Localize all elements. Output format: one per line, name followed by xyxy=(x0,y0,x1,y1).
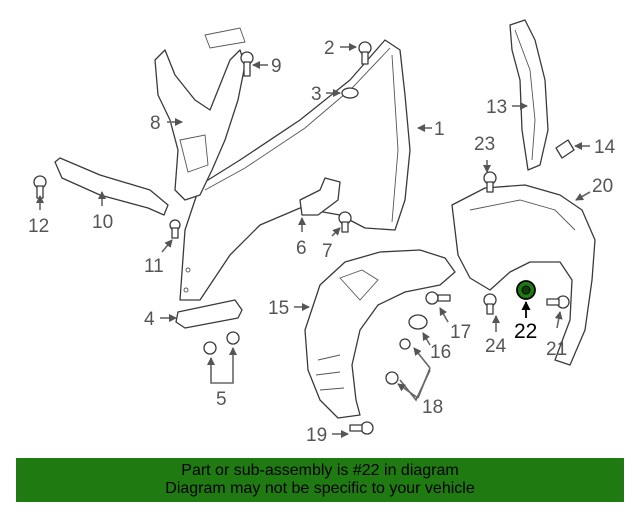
bolt-part-21 xyxy=(546,295,570,309)
callout-22: 22 xyxy=(514,320,537,343)
callout-17: 17 xyxy=(450,322,471,343)
callout-14: 14 xyxy=(594,137,616,158)
clip-part-14 xyxy=(555,139,575,159)
bolts-part-5 xyxy=(203,331,240,355)
callout-18: 18 xyxy=(422,397,443,418)
banner-line-part: Part or sub-assembly is #22 in diagram xyxy=(181,462,459,479)
lower-trim-part xyxy=(175,299,243,329)
callout-16: 16 xyxy=(430,342,451,363)
bolt-part-17 xyxy=(425,291,451,305)
callout-5: 5 xyxy=(216,389,227,410)
bolt-part-7 xyxy=(338,211,352,233)
upper-bracket-part xyxy=(154,27,246,201)
washer-part-16 xyxy=(408,314,428,330)
callout-7: 7 xyxy=(322,241,333,262)
callout-15: 15 xyxy=(268,298,289,319)
callout-9: 9 xyxy=(271,56,282,77)
callout-2: 2 xyxy=(324,38,335,59)
callout-20: 20 xyxy=(592,176,613,197)
bolt-part-12 xyxy=(33,175,47,199)
callout-8: 8 xyxy=(150,113,161,134)
callout-6: 6 xyxy=(296,238,307,259)
callout-13: 13 xyxy=(486,97,507,118)
nut-part-3 xyxy=(341,87,359,99)
lower-rail-part xyxy=(54,157,169,216)
callout-1: 1 xyxy=(434,119,445,140)
callout-11: 11 xyxy=(144,256,164,277)
bolt-part-19 xyxy=(349,421,374,435)
bolt-part-2 xyxy=(358,41,372,65)
vertical-bracket-part xyxy=(509,19,549,171)
info-banner: Part or sub-assembly is #22 in diagram D… xyxy=(16,458,624,502)
small-bracket-part xyxy=(299,177,341,216)
bolt-part-9 xyxy=(240,51,254,77)
callout-23: 23 xyxy=(474,134,495,155)
callout-24: 24 xyxy=(485,336,507,357)
bolts-part-18 xyxy=(385,338,411,385)
callout-19: 19 xyxy=(306,425,327,446)
leader-lines xyxy=(36,43,591,438)
banner-line-disclaimer: Diagram may not be specific to your vehi… xyxy=(165,480,475,497)
rear-liner-part xyxy=(451,184,596,366)
callout-4: 4 xyxy=(144,309,155,330)
callout-21: 21 xyxy=(546,339,567,360)
fender-part xyxy=(179,39,411,301)
callout-10: 10 xyxy=(92,212,113,233)
bolt-part-24 xyxy=(483,293,497,315)
callout-12: 12 xyxy=(28,216,49,237)
front-liner-part xyxy=(304,249,456,419)
bolt-part-11 xyxy=(169,219,181,239)
callout-3: 3 xyxy=(311,84,322,105)
nut-part-22-highlighted[interactable] xyxy=(516,280,536,300)
